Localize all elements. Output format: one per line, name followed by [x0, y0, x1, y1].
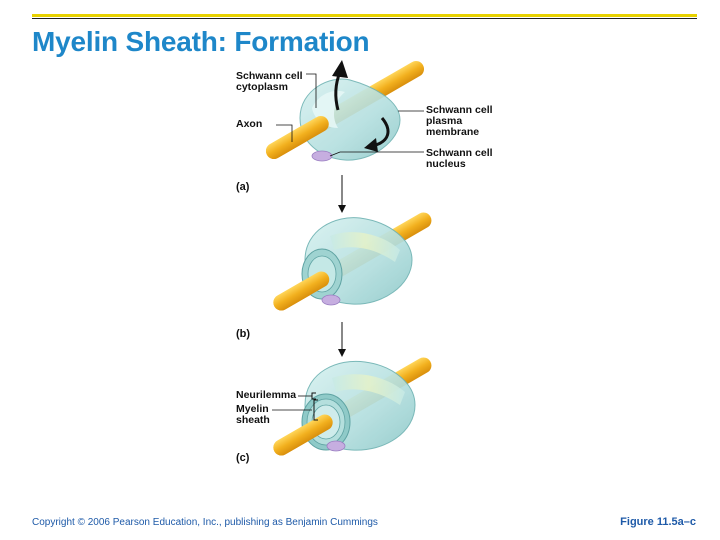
figure-reference: Figure 11.5a–c [620, 516, 696, 528]
label-axon: Axon [236, 118, 263, 130]
label-schwann-cell-nucleus: Schwann cell nucleus [426, 147, 493, 170]
step-arrow-down-icon [338, 349, 346, 357]
panel-b-nucleus [321, 294, 341, 306]
panel-tag-b: (b) [236, 328, 251, 340]
title-rule-dark [32, 18, 697, 19]
panel-a-drawing [265, 60, 425, 162]
rotation-arrow-up-icon [332, 60, 348, 78]
title-rule-yellow [32, 14, 697, 17]
panel-c-nucleus [326, 440, 346, 452]
label-myelin-sheath: Myelin sheath [236, 403, 270, 426]
step-arrow-down-icon [338, 205, 346, 213]
copyright-footer: Copyright © 2006 Pearson Education, Inc.… [32, 517, 378, 528]
label-schwann-cell-plasma-membrane: Schwann cell plasma membrane [426, 104, 493, 138]
panel-a-nucleus [311, 150, 333, 162]
slide-title: Myelin Sheath: Formation [32, 26, 370, 57]
panel-tag-a: (a) [236, 181, 250, 193]
panel-tag-c: (c) [236, 452, 250, 464]
label-schwann-cell-cytoplasm: Schwann cell cytoplasm [236, 70, 303, 93]
panel-b-drawing [273, 212, 432, 311]
label-neurilemma: Neurilemma [236, 389, 297, 401]
rotation-arrow-down-icon [364, 138, 378, 152]
panel-c-drawing [272, 357, 432, 456]
